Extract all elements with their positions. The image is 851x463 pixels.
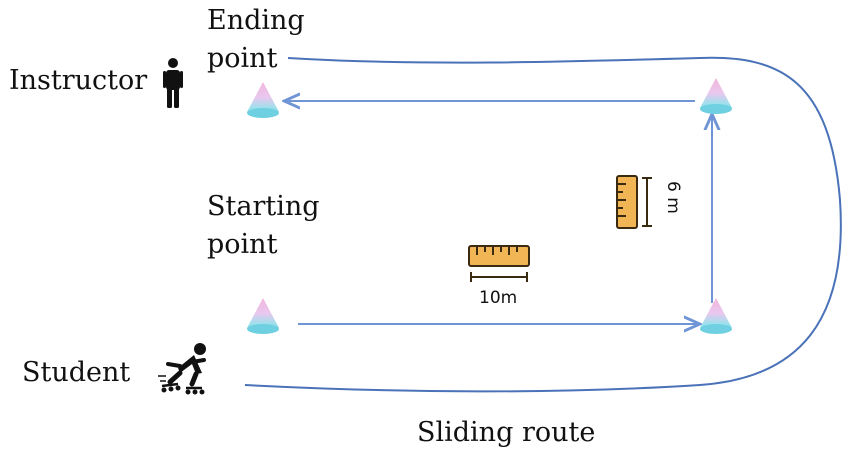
sliding-route-line (244, 56, 842, 393)
distance-vertical-label: 6 m (663, 181, 683, 214)
starting-point-label-line2: point (207, 229, 278, 260)
sliding-route-label: Sliding route (417, 417, 596, 448)
ruler-icon-horizontal (468, 245, 530, 282)
cone-icon-top-right (700, 78, 732, 114)
person-standing-icon (163, 58, 183, 108)
skater-icon (158, 343, 206, 395)
ruler-icon-vertical (616, 175, 652, 229)
distance-horizontal-label: 10m (479, 288, 518, 308)
ending-point-label-line1: Ending (207, 5, 305, 36)
starting-point-label-line1: Starting (207, 191, 320, 222)
ending-point-label-line2: point (207, 43, 278, 74)
cone-icon-ending (247, 82, 279, 118)
cone-icon-starting (247, 298, 279, 334)
cone-icon-bottom-right (700, 298, 732, 334)
instructor-label: Instructor (9, 65, 148, 96)
student-label: Student (22, 357, 131, 388)
